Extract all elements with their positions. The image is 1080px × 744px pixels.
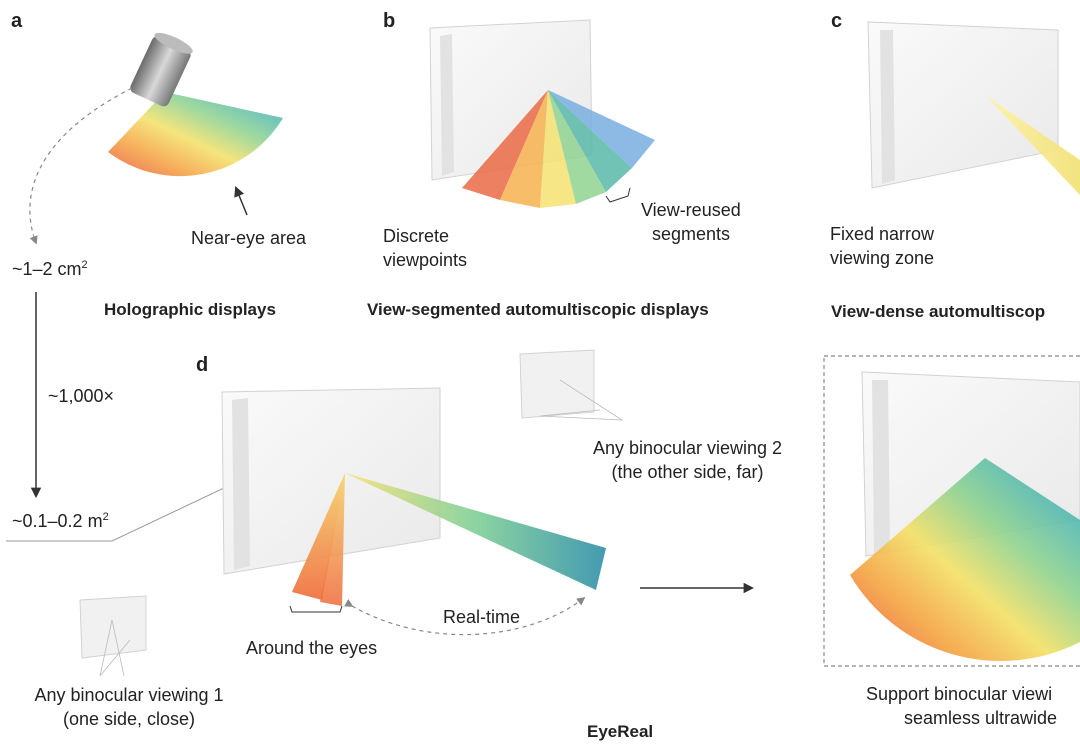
- fixed-narrow-line1: Fixed narrow: [830, 224, 935, 244]
- binocular-viewing-1-thumbnail: [79, 595, 147, 677]
- segmented-display-illustration: [429, 19, 655, 208]
- near-eye-area-label: Near-eye area: [191, 228, 307, 248]
- holographic-light-fan: [108, 92, 283, 177]
- scale-factor-label: ~1,000×: [48, 386, 115, 406]
- panel-label-b: b: [383, 10, 396, 32]
- panel-label-a: a: [11, 10, 23, 32]
- view-reused-line1: View-reused: [641, 200, 741, 220]
- segmented-heading: View-segmented automultiscopic displays: [367, 300, 709, 319]
- holographic-device-illustration: [108, 32, 283, 177]
- support-binocular-line2: seamless ultrawide: [904, 708, 1058, 728]
- far-eye-beam: [345, 473, 606, 590]
- eyepiece-cylinder: [130, 32, 193, 107]
- panel-label-d: d: [196, 354, 209, 376]
- eye-beam-right: [320, 473, 345, 606]
- large-area-label: ~0.1–0.2 m2: [12, 511, 109, 531]
- dense-display-illustration: [867, 21, 1080, 195]
- real-time-dashed-arrow: [344, 596, 586, 636]
- view-reused-line2: segments: [652, 224, 731, 244]
- fixed-narrow-line2: viewing zone: [830, 248, 935, 268]
- panel-label-c: c: [831, 10, 843, 32]
- near-eye-pointer-arrow: [234, 186, 248, 216]
- dense-heading: View-dense automultiscop: [831, 302, 1046, 321]
- real-time-label: Real-time: [443, 607, 521, 627]
- around-the-eyes-label: Around the eyes: [246, 638, 378, 658]
- binocular-viewing-2-thumbnail: [519, 349, 624, 421]
- binocular-viewing-2-line2: (the other side, far): [611, 462, 764, 482]
- ultrawide-dashed-box: [823, 355, 1080, 667]
- holographic-to-area-dashed-arrow: [29, 87, 133, 245]
- eye-beam-left: [292, 473, 345, 600]
- around-eyes-bracket: [289, 605, 343, 613]
- discrete-viewpoints-line2: viewpoints: [383, 250, 468, 270]
- eyereal-heading: EyeReal: [587, 722, 654, 741]
- eyereal-display-illustration: [221, 387, 606, 606]
- area-leader-line: [6, 469, 263, 542]
- holographic-heading: Holographic displays: [104, 300, 276, 319]
- small-area-label: ~1–2 cm2: [12, 259, 88, 279]
- binocular-viewing-1-line2: (one side, close): [62, 709, 196, 729]
- binocular-viewing-2-line1: Any binocular viewing 2: [592, 438, 783, 458]
- support-binocular-line1: Support binocular viewi: [866, 684, 1053, 704]
- ultrawide-display-illustration: [850, 371, 1080, 662]
- discrete-viewpoints-line1: Discrete: [383, 226, 450, 246]
- binocular-viewing-1-line1: Any binocular viewing 1: [34, 685, 224, 705]
